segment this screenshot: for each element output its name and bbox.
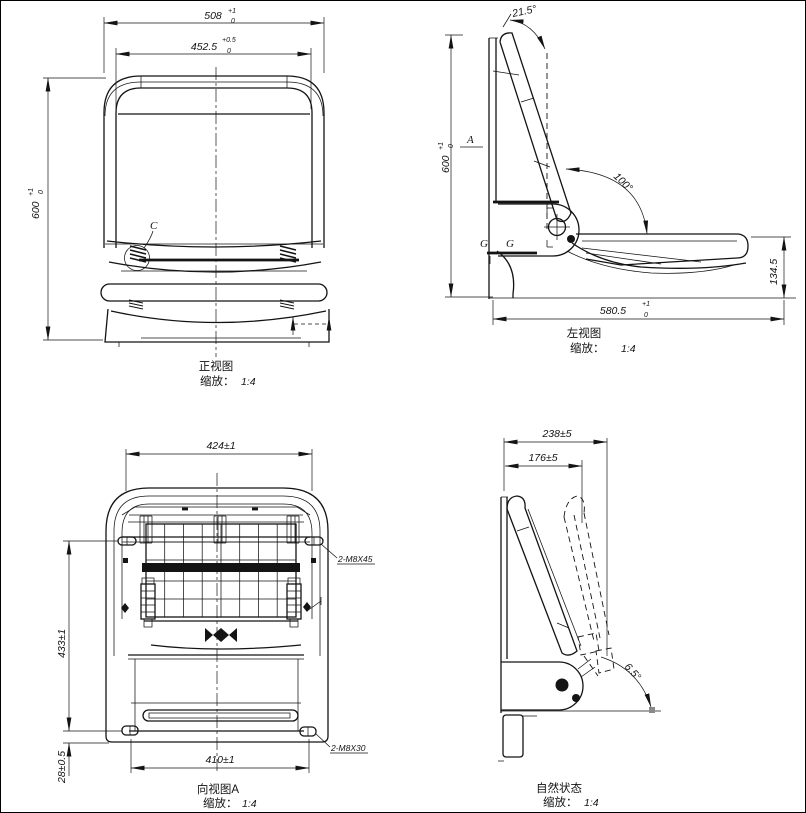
front-dimensions: 508 +1 0 452.5 +0.5 0 600 +1 0 C xyxy=(28,8,325,341)
detail-marker-c: C xyxy=(150,220,158,232)
left-view-title: 左视图 xyxy=(567,326,602,340)
rear-view-scale: 1:4 xyxy=(242,798,257,810)
left-view-scale: 1:4 xyxy=(621,343,636,355)
left-geometry xyxy=(488,32,796,299)
dim-backrest-angle: 21.5° xyxy=(510,3,538,20)
rear-left-spring-icon xyxy=(140,577,156,628)
rear-right-spring-icon xyxy=(286,577,302,628)
front-view-label: 正视图 缩放： 1:4 xyxy=(199,359,256,388)
stop-pin-icon-2 xyxy=(572,694,580,702)
dim-rear-bottom-width: 410±1 xyxy=(205,754,234,766)
pivot-pin-icon xyxy=(555,678,569,692)
dim-front-inner-width: 452.5 xyxy=(191,41,217,53)
lower-bolt-callout: 2-M8X30 xyxy=(330,743,366,753)
deployed-position-dashed xyxy=(563,495,615,677)
dim-fold-angle: 6.5° xyxy=(622,661,643,683)
rear-geometry xyxy=(105,473,329,771)
cross-bar xyxy=(142,563,300,572)
natural-view-scale: 1:4 xyxy=(584,797,599,809)
svg-text:+1: +1 xyxy=(28,188,35,196)
pivot-crosshair-icon xyxy=(544,207,570,248)
dim-front-width: 508 xyxy=(204,10,222,22)
svg-text:缩放：: 缩放： xyxy=(570,341,605,355)
rear-dimensions: 424±1 433±1 28±0.5 410±1 2-M8X45 xyxy=(56,440,375,784)
svg-text:0: 0 xyxy=(227,48,231,55)
natural-state-view: 238±5 176±5 6.5° 自然状态 缩放： 1:4 xyxy=(498,428,661,809)
natural-dimensions: 238±5 176±5 6.5° xyxy=(503,428,652,708)
section-label-g1: G xyxy=(480,238,488,250)
front-view-title: 正视图 xyxy=(199,359,234,373)
natural-view-label: 自然状态 缩放： 1:4 xyxy=(536,781,599,809)
view-arrow-a: A xyxy=(466,134,474,146)
svg-text:0: 0 xyxy=(644,312,648,319)
dim-open-angle: 100° xyxy=(611,171,635,195)
dim-bottom-offset: 28±0.5 xyxy=(56,751,68,784)
rear-view-title: 向视图A xyxy=(197,782,239,796)
latch-cluster-icon xyxy=(205,628,237,642)
under-bar-springs-icon xyxy=(128,299,295,310)
section-label-g2: G xyxy=(506,238,514,250)
dim-folded-inner-depth: 176±5 xyxy=(528,452,557,464)
dim-overall-depth: 580.5 xyxy=(600,305,626,317)
svg-text:缩放：: 缩放： xyxy=(203,796,238,810)
left-dimensions: 21.5° A 600 +1 0 100° G G xyxy=(438,3,791,325)
svg-text:+1: +1 xyxy=(642,301,650,308)
dim-rear-top-width: 424±1 xyxy=(206,440,235,452)
front-geometry xyxy=(100,67,332,357)
rear-view: 424±1 433±1 28±0.5 410±1 2-M8X45 xyxy=(56,440,375,810)
stop-pin-icon xyxy=(567,235,575,243)
angle-vertex-marker xyxy=(649,707,655,713)
mount-foot xyxy=(502,714,524,758)
svg-text:+0.5: +0.5 xyxy=(222,37,236,44)
svg-text:+1: +1 xyxy=(438,142,445,150)
svg-text:0: 0 xyxy=(448,144,455,148)
svg-text:0: 0 xyxy=(231,18,235,25)
hanger-posts xyxy=(139,515,300,544)
left-view-label: 左视图 缩放： 1:4 xyxy=(567,326,636,355)
rear-view-label: 向视图A 缩放： 1:4 xyxy=(197,782,257,810)
dim-front-height: 600 xyxy=(30,201,42,219)
svg-text:缩放：: 缩放： xyxy=(200,374,235,388)
dim-mount-span: 433±1 xyxy=(56,629,68,658)
svg-text:缩放：: 缩放： xyxy=(543,795,578,809)
dim-left-height: 600 xyxy=(440,155,452,173)
front-view-scale: 1:4 xyxy=(241,376,256,388)
svg-text:+1: +1 xyxy=(228,8,236,15)
front-view: 508 +1 0 452.5 +0.5 0 600 +1 0 C 正视图 缩放：… xyxy=(28,8,332,388)
dim-folded-depth: 238±5 xyxy=(541,428,571,440)
left-view: 21.5° A 600 +1 0 100° G G xyxy=(438,3,796,355)
upper-bolt-callout: 2-M8X45 xyxy=(337,554,373,564)
natural-geometry xyxy=(498,495,661,762)
svg-text:0: 0 xyxy=(38,190,45,194)
dim-seat-front-height: 134.5 xyxy=(768,259,780,285)
mesh-grid xyxy=(142,523,300,622)
natural-view-title: 自然状态 xyxy=(536,781,582,795)
detail-circle-c xyxy=(124,245,150,271)
